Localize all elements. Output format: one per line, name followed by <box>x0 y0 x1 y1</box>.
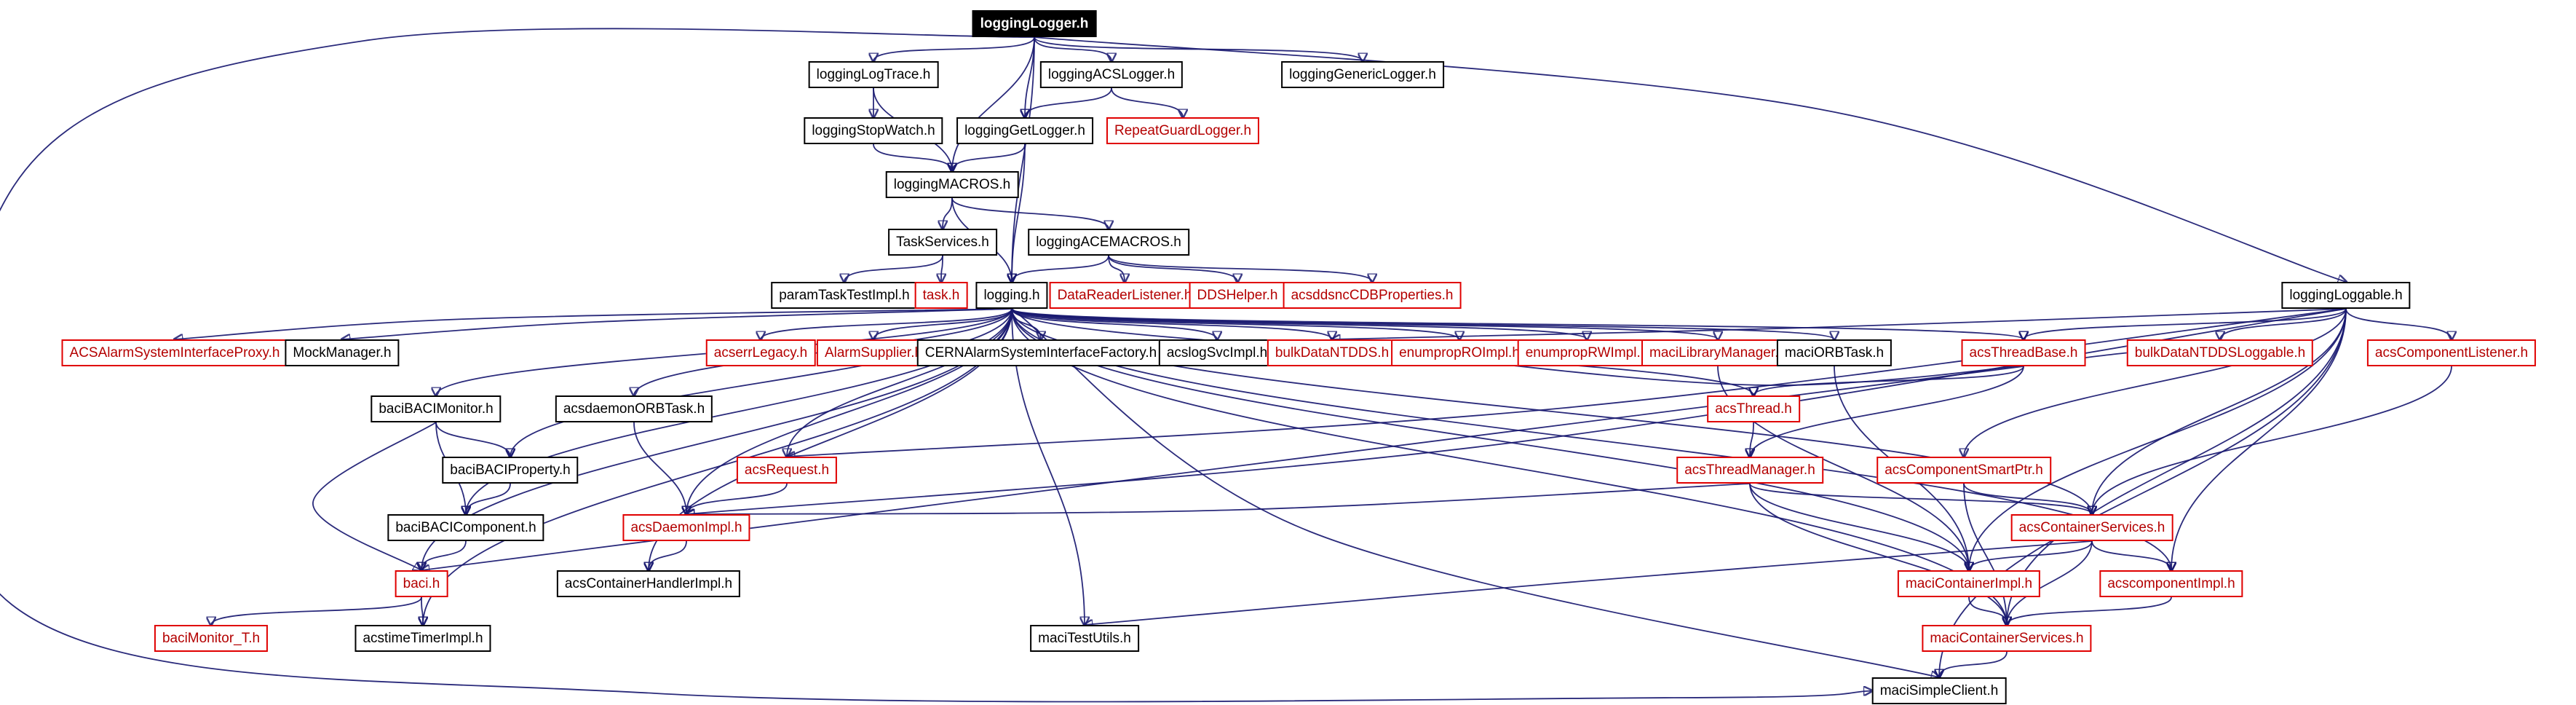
graph-node-maciContainerImpl[interactable]: maciContainerImpl.h <box>1897 570 2041 597</box>
graph-node-acsddsncCDBProperties[interactable]: acsddsncCDBProperties.h <box>1283 282 1462 309</box>
graph-node-acslogSvcImpl[interactable]: acslogSvcImpl.h <box>1158 339 1276 366</box>
graph-node-paramTaskTestImpl[interactable]: paramTaskTestImpl.h <box>771 282 918 309</box>
graph-node-enumpropROImpl[interactable]: enumpropROImpl.h <box>1391 339 1528 366</box>
graph-node-maciContainerServices[interactable]: maciContainerServices.h <box>1922 625 2092 652</box>
graph-node-baciMonitor_T[interactable]: baciMonitor_T.h <box>154 625 269 652</box>
graph-node-loggingGenericLogger[interactable]: loggingGenericLogger.h <box>1281 61 1444 88</box>
graph-node-loggingGetLogger[interactable]: loggingGetLogger.h <box>956 117 1093 144</box>
graph-node-RepeatGuardLogger[interactable]: RepeatGuardLogger.h <box>1106 117 1260 144</box>
graph-node-maciTestUtils[interactable]: maciTestUtils.h <box>1030 625 1139 652</box>
graph-node-acsThreadBase[interactable]: acsThreadBase.h <box>1961 339 2086 366</box>
graph-node-DataReaderListener[interactable]: DataReaderListener.h <box>1049 282 1200 309</box>
graph-node-acsRequest[interactable]: acsRequest.h <box>736 457 838 484</box>
graph-node-MockManager[interactable]: MockManager.h <box>285 339 400 366</box>
graph-node-baciBACIProperty[interactable]: baciBACIProperty.h <box>442 457 579 484</box>
graph-node-loggingStopWatch[interactable]: loggingStopWatch.h <box>804 117 943 144</box>
graph-node-acsDaemonImpl[interactable]: acsDaemonImpl.h <box>622 514 750 541</box>
graph-node-CERNAlarmSystemInterfaceFactory[interactable]: CERNAlarmSystemInterfaceFactory.h <box>916 339 1165 366</box>
graph-node-logging[interactable]: logging.h <box>975 282 1048 309</box>
graph-node-loggingLogTrace[interactable]: loggingLogTrace.h <box>808 61 939 88</box>
graph-node-TaskServices[interactable]: TaskServices.h <box>888 229 997 256</box>
graph-node-loggingMACROS[interactable]: loggingMACROS.h <box>885 171 1019 198</box>
graph-node-baci[interactable]: baci.h <box>395 570 448 597</box>
graph-node-acsdaemonORBTask[interactable]: acsdaemonORBTask.h <box>555 395 713 422</box>
graph-node-acsContainerHandlerImpl[interactable]: acsContainerHandlerImpl.h <box>556 570 741 597</box>
graph-node-acsComponentListener[interactable]: acsComponentListener.h <box>2366 339 2537 366</box>
graph-node-acsComponentSmartPtr[interactable]: acsComponentSmartPtr.h <box>1876 457 2051 484</box>
graph-node-bulkDataNTDDSLoggable[interactable]: bulkDataNTDDSLoggable.h <box>2126 339 2314 366</box>
graph-node-maciSimpleClient[interactable]: maciSimpleClient.h <box>1871 677 2007 704</box>
graph-node-acsContainerServices[interactable]: acsContainerServices.h <box>2010 514 2173 541</box>
graph-node-loggingLoggable[interactable]: loggingLoggable.h <box>2281 282 2411 309</box>
graph-node-loggingLogger[interactable]: loggingLogger.h <box>972 10 1097 37</box>
graph-node-acsThread[interactable]: acsThread.h <box>1707 395 1800 422</box>
graph-node-maciLibraryManager[interactable]: maciLibraryManager.h <box>1641 339 1794 366</box>
graph-node-acscomponentImpl[interactable]: acscomponentImpl.h <box>2099 570 2243 597</box>
graph-node-AlarmSupplier[interactable]: AlarmSupplier.h <box>816 339 931 366</box>
graph-node-loggingACEMACROS[interactable]: loggingACEMACROS.h <box>1028 229 1189 256</box>
graph-node-acserrLegacy[interactable]: acserrLegacy.h <box>705 339 816 366</box>
graph-node-ACSAlarmSystemInterfaceProxy[interactable]: ACSAlarmSystemInterfaceProxy.h <box>61 339 288 366</box>
graph-node-task[interactable]: task.h <box>914 282 968 309</box>
graph-node-maciORBTask[interactable]: maciORBTask.h <box>1776 339 1893 366</box>
graph-node-acsThreadManager[interactable]: acsThreadManager.h <box>1676 457 1823 484</box>
graph-node-baciBACIMonitor[interactable]: baciBACIMonitor.h <box>370 395 502 422</box>
graph-node-acstimeTimerImpl[interactable]: acstimeTimerImpl.h <box>354 625 491 652</box>
graph-node-DDSHelper[interactable]: DDSHelper.h <box>1189 282 1286 309</box>
graph-node-baciBACIComponent[interactable]: baciBACIComponent.h <box>387 514 544 541</box>
graph-node-enumpropRWImpl[interactable]: enumpropRWImpl.h <box>1517 339 1657 366</box>
graph-node-loggingACSLogger[interactable]: loggingACSLogger.h <box>1039 61 1184 88</box>
graph-node-bulkDataNTDDS[interactable]: bulkDataNTDDS.h <box>1267 339 1398 366</box>
